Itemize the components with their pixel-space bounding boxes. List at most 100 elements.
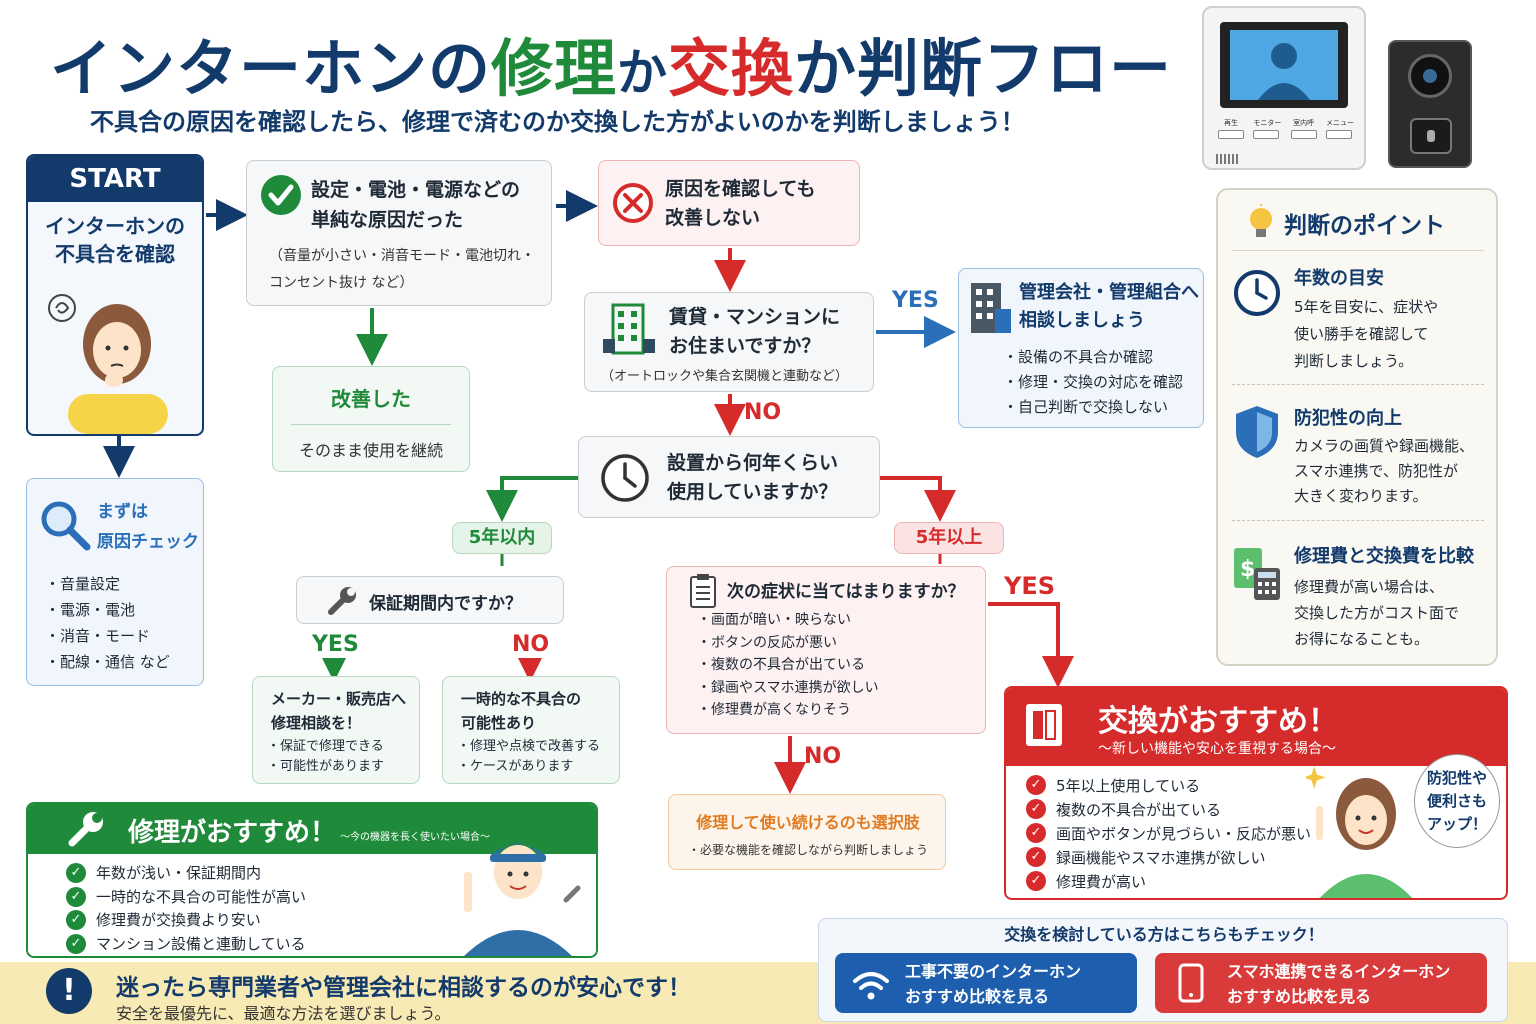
point1-line1: 5年を目安に、症状や (1294, 298, 1439, 316)
yes-label-warranty: YES (312, 632, 359, 657)
temporary-title-line1: 一時的な不具合の (461, 690, 582, 708)
improved-text: そのまま使用を継続 (298, 441, 443, 460)
points-title: 判断のポイント (1284, 213, 1445, 239)
bubble-line3: アップ！ (1426, 815, 1487, 833)
point2-line2: スマホ連携で、防犯性が (1294, 462, 1458, 480)
start-box: START インターホンの 不具合を確認 (26, 154, 204, 436)
title-part1: インターホンの (50, 32, 492, 105)
list-item: 設備の不具合か確認 (1003, 345, 1183, 370)
list-item: 画面やボタンが見づらい・反応が悪い (1026, 822, 1311, 846)
monitor-button-room-call: 室内呼 (1290, 118, 1317, 139)
exchange-subtitle: 〜新しい機能や安心を重視する場合〜 (1098, 741, 1336, 757)
start-text-line1: インターホンの (45, 214, 185, 238)
check-circle-icon (261, 175, 301, 215)
exchange-header (1006, 688, 1506, 766)
wireless-link-line1: 工事不要のインターホン (905, 962, 1082, 981)
smart-link-line1: スマホ連携できるインターホン (1227, 962, 1451, 981)
over-5-years-badge: 5年以上 (894, 522, 1004, 554)
shield-icon (1236, 406, 1278, 458)
magnifier-icon (41, 501, 91, 551)
list-item: 修理費が高くなりそう (697, 699, 879, 722)
simple-note-line2: コンセント抜け など） (269, 275, 414, 291)
doorbell-button-icon (1410, 118, 1452, 154)
check-title-line2: 原因チェック (97, 532, 199, 552)
not-improved-line1: 原因を確認しても (665, 178, 816, 200)
list-item: 電源・電池 (45, 597, 170, 623)
start-label: START (28, 156, 202, 202)
cost-calculator-icon: $ (1234, 548, 1280, 600)
warranty-question-box: 保証期間内ですか？ (296, 576, 564, 624)
page-subtitle: 不具合の原因を確認したら、修理で済むのか交換した方がよいのかを判断しましょう！ (90, 108, 1025, 136)
list-item: マンション設備と連動している (66, 933, 306, 957)
title-part3: か (617, 44, 669, 102)
monitor-screen (1220, 22, 1348, 108)
title-part2: 修理 (491, 32, 618, 105)
maker-list: 保証で修理できる 可能性があります (267, 737, 384, 777)
related-links-panel: 交換を検討している方はこちらもチェック！ 工事不要のインターホン おすすめ比較を… (818, 918, 1508, 1022)
rental-line2: お住まいですか？ (669, 335, 821, 357)
list-item: 修理費が交換費より安い (66, 909, 306, 933)
cause-check-box: まずは 原因チェック 音量設定 電源・電池 消音・モード 配線・通信 など (26, 478, 204, 686)
button-label: 室内呼 (1293, 119, 1315, 127)
list-item: 録画やスマホ連携が欲しい (697, 677, 879, 700)
pointing-woman-illustration (1306, 766, 1413, 898)
footer-subtitle: 安全を最優先に、最適な方法を選びましょう。 (116, 1004, 451, 1023)
list-item: 複数の不具合が出ている (697, 654, 879, 677)
monitor-button-menu: メニュー (1325, 118, 1354, 139)
exchange-recommended-panel: 交換がおすすめ！ 〜新しい機能や安心を重視する場合〜 5年以上使用している 複数… (1004, 686, 1508, 900)
improved-title: 改善した (331, 387, 411, 411)
list-item: 録画機能やスマホ連携が欲しい (1026, 846, 1311, 870)
smartphone-intercom-link-button[interactable]: スマホ連携できるインターホン おすすめ比較を見る (1155, 953, 1487, 1013)
temporary-title-line2: 可能性あり (461, 714, 537, 732)
button-label: モニター (1253, 119, 1282, 127)
mgmt-title-line1: 管理会社・管理組合へ (1019, 282, 1199, 303)
keep-using-box: 修理して使い続けるのも選択肢 ・必要な機能を確認しながら判断しましょう (668, 794, 946, 870)
list-item: 自己判断で交換しない (1003, 395, 1183, 420)
screen-display (1230, 30, 1338, 100)
point2-line1: カメラの画質や録画機能、 (1294, 437, 1475, 455)
rental-line1: 賃貸・マンションに (669, 306, 841, 328)
point2-title: 防犯性の向上 (1294, 408, 1402, 429)
list-item: 年数が浅い・保証期間内 (66, 862, 306, 886)
list-item: 一時的な不具合の可能性が高い (66, 886, 306, 910)
door-camera-illustration (1388, 40, 1472, 168)
management-consult-box: 管理会社・管理組合へ 相談しましょう 設備の不具合か確認 修理・交換の対応を確認… (958, 268, 1204, 428)
simple-title-line2: 単純な原因だった (311, 209, 464, 231)
wireless-intercom-link-button[interactable]: 工事不要のインターホン おすすめ比較を見る (835, 953, 1137, 1013)
repairman-illustration (464, 843, 581, 956)
monitor-buttons: 再生 モニター 室内呼 メニュー (1218, 118, 1354, 139)
smartphone-icon (1178, 963, 1204, 1003)
temporary-issue-box: 一時的な不具合の 可能性あり 修理や点検で改善する ケースがあります (442, 676, 620, 784)
point3-line2: 交換した方がコスト面で (1294, 604, 1460, 622)
temporary-list: 修理や点検で改善する ケースがあります (457, 737, 600, 777)
point3-title: 修理費と交換費を比較 (1294, 546, 1474, 567)
years-question-box: 設置から何年くらい 使用していますか？ (578, 436, 880, 518)
point1-line2: 使い勝手を確認して (1294, 325, 1429, 343)
monitor-button-playback: 再生 (1218, 118, 1244, 139)
bubble-line1: 防犯性や (1426, 769, 1487, 787)
list-item: 修理費が高い (1026, 870, 1311, 894)
intercom-monitor-illustration: 再生 モニター 室内呼 メニュー (1202, 6, 1366, 170)
button-label: メニュー (1325, 119, 1354, 127)
intercom-icon (1026, 704, 1062, 746)
camera-lens-icon (1408, 54, 1452, 98)
symptoms-question-box: 次の症状に当てはまりますか？ 画面が暗い・映らない ボタンの反応が悪い 複数の不… (666, 566, 986, 734)
no-label-warranty: NO (512, 632, 550, 657)
list-item: 消音・モード (45, 623, 170, 649)
exchange-title: 交換がおすすめ！ (1098, 704, 1338, 739)
info-icon: ! (46, 968, 92, 1014)
person-silhouette-icon (1258, 43, 1310, 100)
list-item: ケースがあります (457, 757, 600, 777)
wireless-link-line2: おすすめ比較を見る (905, 987, 1050, 1006)
keep-note: ・必要な機能を確認しながら判断しましょう (687, 843, 928, 857)
footer-title: 迷ったら専門業者や管理会社に相談するのが安心です！ (116, 975, 691, 1001)
apartment-building-icon (603, 303, 655, 355)
no-label-rental: NO (744, 400, 782, 425)
bubble-line2: 便利さも (1426, 792, 1487, 810)
rental-note: （オートロックや集合玄関機と連動など） (601, 369, 849, 384)
lightbulb-icon (1250, 204, 1272, 237)
list-item: 画面が暗い・映らない (697, 609, 879, 632)
office-building-icon (971, 283, 1011, 333)
clock-icon (601, 454, 649, 502)
maker-repair-box: メーカー・販売店へ 修理相談を！ 保証で修理できる 可能性があります (252, 676, 420, 784)
